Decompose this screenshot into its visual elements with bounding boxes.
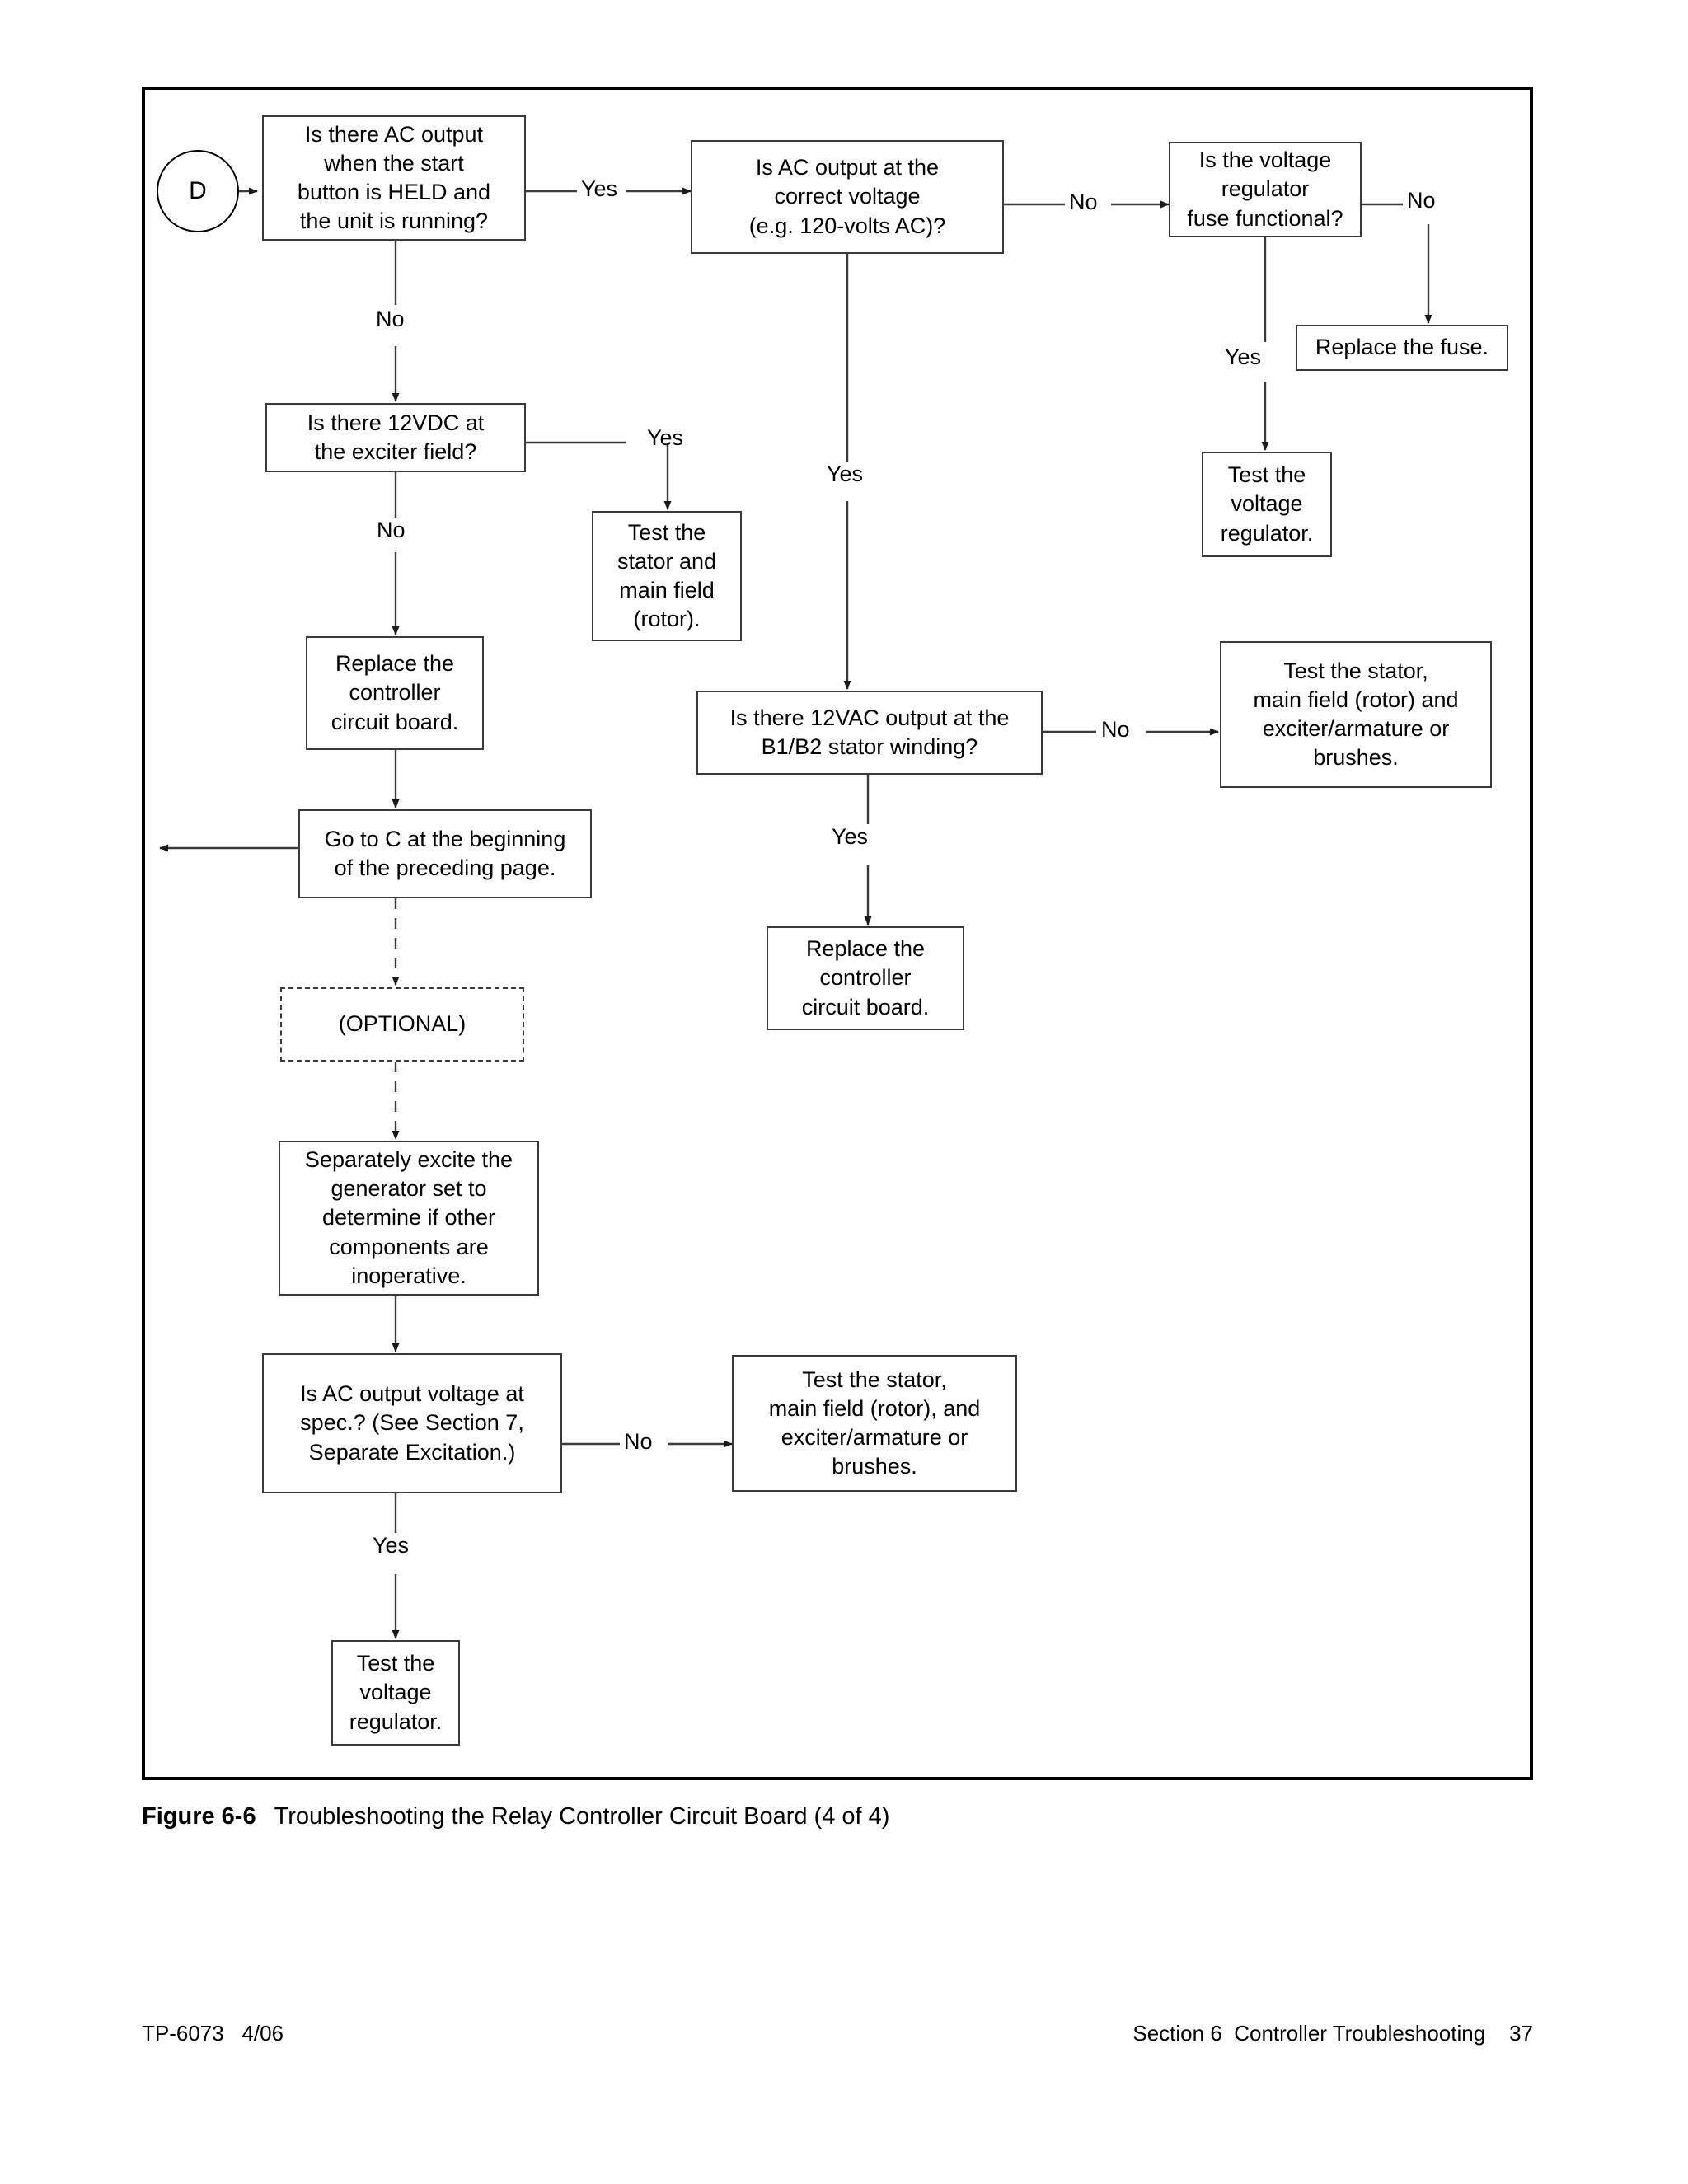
node-test-stator-spec[interactable]: Test the stator, main field (rotor), and…	[732, 1355, 1017, 1492]
node-go-to-c[interactable]: Go to C at the beginning of the precedin…	[298, 809, 592, 898]
node-label: Test the stator and main field (rotor).	[617, 519, 717, 632]
node-label: Replace the controller circuit board.	[801, 936, 930, 1019]
node-label: Is the voltage regulator fuse functional…	[1187, 148, 1343, 231]
entry-connector-label: D	[189, 177, 207, 204]
node-label: Is there AC output when the start button…	[297, 121, 491, 234]
node-is-there-ac-output[interactable]: Is there AC output when the start button…	[262, 115, 526, 241]
node-test-stator-main-field[interactable]: Test the stator and main field (rotor).	[592, 511, 742, 641]
node-label: Test the stator, main field (rotor), and…	[768, 1366, 981, 1479]
node-label: Test the stator, main field (rotor) and …	[1253, 658, 1459, 771]
edge-label-no-12vac: No	[1101, 717, 1130, 742]
node-label: Replace the controller circuit board.	[331, 651, 459, 734]
node-label: Go to C at the beginning of the precedin…	[324, 826, 566, 880]
figure-number: Figure 6-6	[142, 1803, 256, 1830]
node-vr-fuse-functional[interactable]: Is the voltage regulator fuse functional…	[1169, 142, 1362, 237]
footer-section-page: Section 6 Controller Troubleshooting 37	[1132, 2021, 1533, 2046]
figure-caption-text: Troubleshooting the Relay Controller Cir…	[274, 1803, 890, 1830]
footer-document-code: TP-6073 4/06	[142, 2021, 284, 2046]
node-label: Replace the fuse.	[1315, 335, 1489, 360]
node-replace-controller-board-mid[interactable]: Replace the controller circuit board.	[767, 926, 964, 1030]
node-separately-excite[interactable]: Separately excite the generator set to d…	[279, 1141, 539, 1296]
node-ac-output-voltage-at-spec[interactable]: Is AC output voltage at spec.? (See Sect…	[262, 1353, 562, 1493]
node-12vdc-exciter-field[interactable]: Is there 12VDC at the exciter field?	[265, 403, 526, 472]
figure-border	[142, 87, 1533, 1780]
node-label: Is there 12VAC output at the B1/B2 stato…	[729, 705, 1010, 759]
edge-label-yes-fuse: Yes	[1225, 344, 1262, 369]
node-test-voltage-regulator-right[interactable]: Test the voltage regulator.	[1202, 452, 1332, 557]
edge-label-no-fuse: No	[1407, 188, 1436, 213]
edge-label-no-ac-output: No	[376, 307, 405, 331]
edge-label-yes-12vac: Yes	[832, 824, 869, 849]
node-ac-correct-voltage[interactable]: Is AC output at the correct voltage (e.g…	[691, 140, 1004, 254]
edge-label-yes-ac-output: Yes	[581, 176, 618, 201]
entry-connector-d[interactable]: D	[157, 150, 239, 232]
edge-label-no-spec: No	[624, 1429, 653, 1454]
edge-label-yes-spec: Yes	[373, 1533, 410, 1558]
figure-caption: Figure 6-6 Troubleshooting the Relay Cont…	[142, 1803, 889, 1830]
node-optional[interactable]: (OPTIONAL)	[280, 987, 524, 1062]
node-12vac-b1b2-stator[interactable]: Is there 12VAC output at the B1/B2 stato…	[696, 691, 1043, 775]
edge-label-no-correct-voltage: No	[1069, 190, 1098, 214]
node-replace-controller-board-left[interactable]: Replace the controller circuit board.	[306, 636, 484, 750]
node-replace-the-fuse[interactable]: Replace the fuse.	[1296, 325, 1508, 371]
node-label: Test the voltage regulator.	[1220, 462, 1314, 546]
edge-label-yes-correct-voltage: Yes	[827, 462, 864, 486]
node-label: Is AC output voltage at spec.? (See Sect…	[300, 1381, 524, 1465]
edge-label-yes-12vdc: Yes	[647, 425, 684, 450]
node-label: Test the voltage regulator.	[349, 1651, 443, 1734]
node-label: (OPTIONAL)	[338, 1011, 467, 1037]
node-label: Separately excite the generator set to d…	[304, 1147, 513, 1288]
node-label: Is there 12VDC at the exciter field?	[307, 410, 485, 464]
edge-label-no-12vdc: No	[377, 518, 406, 542]
node-test-stator-b1b2[interactable]: Test the stator, main field (rotor) and …	[1220, 641, 1492, 788]
node-test-voltage-regulator-bottom[interactable]: Test the voltage regulator.	[331, 1640, 460, 1746]
node-label: Is AC output at the correct voltage (e.g…	[748, 155, 946, 238]
